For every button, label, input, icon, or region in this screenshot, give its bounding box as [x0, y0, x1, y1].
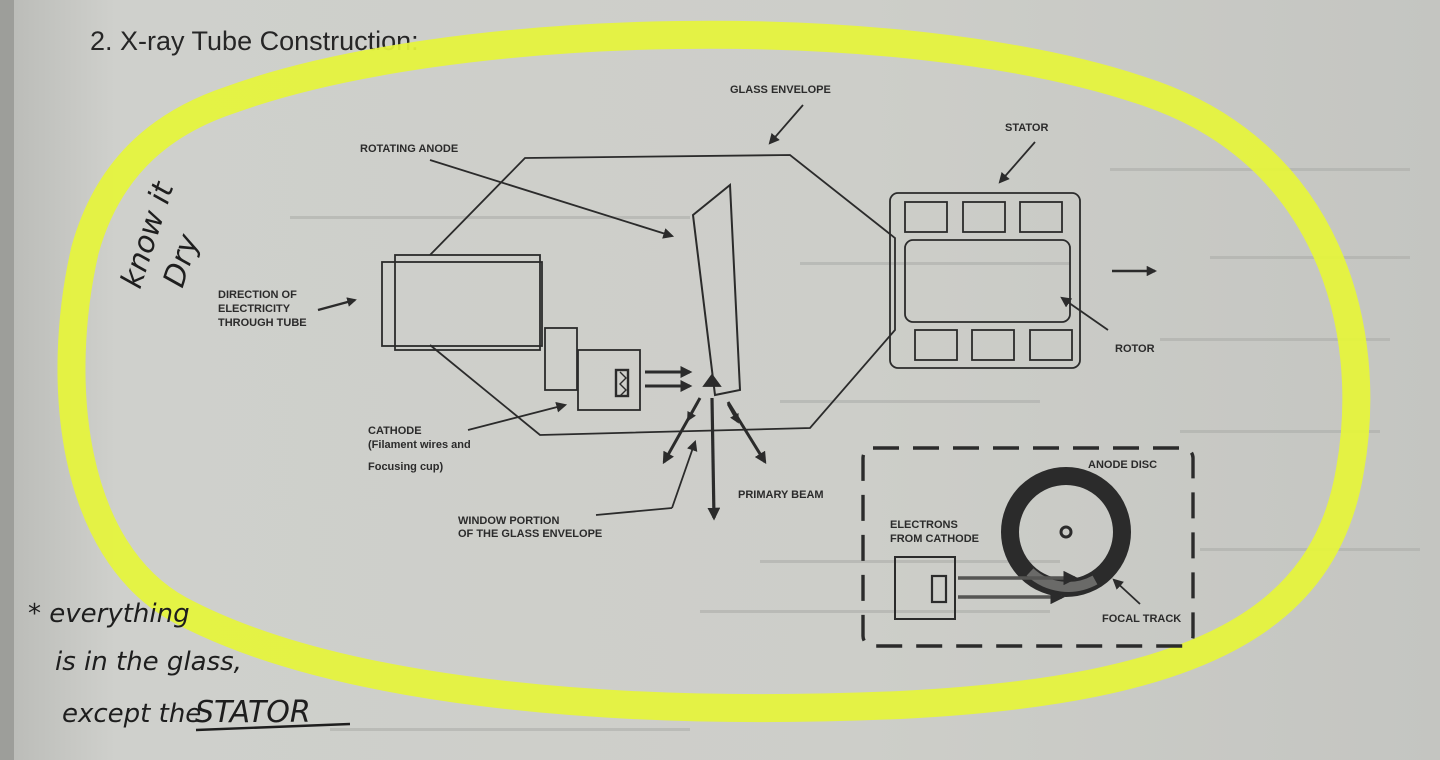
stator-coil-bottom-3 — [1029, 329, 1073, 361]
stator-coil-bottom-1 — [914, 329, 958, 361]
focal-track-leader — [1112, 578, 1141, 605]
glass-envelope-outline — [429, 154, 896, 436]
label-direction-line3: THROUGH TUBE — [218, 317, 307, 329]
primary-beam-arrow — [707, 397, 721, 521]
rotor-leader — [1060, 296, 1109, 331]
label-direction-line2: ELECTRICITY — [218, 303, 291, 315]
label-anode-disc: ANODE DISC — [1088, 459, 1157, 471]
label-rotating-anode: ROTATING ANODE — [360, 143, 458, 155]
stator-coil-bottom-2 — [971, 329, 1015, 361]
label-primary-beam: PRIMARY BEAM — [738, 489, 824, 501]
beam-arrows — [645, 265, 1158, 521]
label-cathode-line1: CATHODE — [368, 425, 422, 437]
label-cathode-line2: (Filament wires and — [368, 439, 471, 451]
bottom-note-emphasis: STATOR — [195, 695, 311, 730]
highlighter-loop — [57, 20, 1371, 723]
page-edge-shadow — [0, 0, 14, 760]
stator-underline — [195, 722, 351, 732]
rotating-anode-target — [691, 182, 742, 397]
glass-envelope-leader — [768, 104, 804, 145]
leader-arrows — [317, 104, 1109, 516]
bottom-note-line3: except the — [62, 699, 201, 729]
window-leader-up — [671, 439, 698, 509]
cathode-neck — [544, 327, 578, 391]
cathode-focusing-cup — [577, 349, 641, 411]
rotor-body — [904, 239, 1071, 323]
stator-leader — [998, 141, 1036, 184]
cathode-housing-outer — [381, 261, 543, 347]
label-rotor: ROTOR — [1115, 343, 1155, 355]
label-direction-line1: DIRECTION OF — [218, 289, 297, 301]
label-electrons-line1: ELECTRONS — [890, 519, 958, 531]
scatter-arrow-right — [726, 401, 767, 465]
stator-coil-top-3 — [1019, 201, 1063, 233]
stator-coil-top-1 — [904, 201, 948, 233]
inset-dashed-frame — [861, 446, 1195, 648]
anode-focal-spot — [702, 373, 722, 387]
label-window-line2: OF THE GLASS ENVELOPE — [458, 528, 602, 540]
rotating-anode-leader — [429, 159, 675, 239]
inset-filament — [930, 574, 948, 604]
scatter-arrow-small-right — [726, 403, 740, 424]
inset-cathode — [894, 556, 956, 620]
filament — [614, 368, 630, 398]
label-electrons-line2: FROM CATHODE — [890, 533, 979, 545]
handwritten-bottom-note: * everything is in the glass, except the… — [28, 599, 351, 732]
stator-coil-top-2 — [962, 201, 1006, 233]
cathode-housing-inner — [394, 254, 541, 351]
anode-disc-inset: ANODE DISC ELECTRONS FROM CATHODE FOCAL … — [861, 446, 1195, 648]
label-cathode-line3: Focusing cup) — [368, 461, 444, 473]
bottom-note-line1: * everything — [28, 599, 190, 629]
label-window-line1: WINDOW PORTION — [458, 515, 559, 527]
cathode-leader — [467, 401, 568, 431]
diagram-labels: GLASS ENVELOPE ROTATING ANODE STATOR DIR… — [218, 84, 1155, 540]
label-glass-envelope: GLASS ENVELOPE — [730, 84, 831, 96]
xray-tube-diagram — [381, 154, 1081, 436]
stator-housing — [889, 192, 1081, 369]
filament-coil — [619, 371, 627, 397]
direction-leader — [317, 297, 357, 312]
window-leader — [595, 507, 673, 516]
scatter-arrow-small-left — [686, 401, 700, 422]
anode-disc-hub — [1059, 525, 1073, 539]
bottom-note-line2: is in the glass, — [55, 647, 242, 677]
label-stator: STATOR — [1005, 122, 1048, 134]
label-focal-track: FOCAL TRACK — [1102, 613, 1181, 625]
